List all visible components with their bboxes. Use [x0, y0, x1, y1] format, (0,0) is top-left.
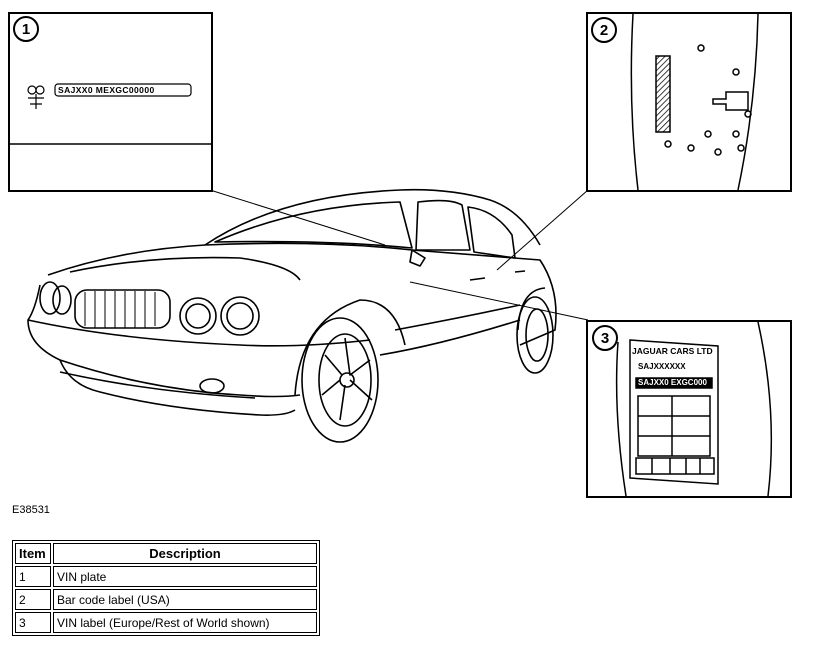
car-illustration	[27, 188, 589, 443]
legend-header-description: Description	[53, 543, 317, 564]
legend-header-row: Item Description	[15, 543, 317, 564]
legend-header-item: Item	[15, 543, 51, 564]
table-row: 2 Bar code label (USA)	[15, 589, 317, 610]
vin-label-manufacturer: JAGUAR CARS LTD	[632, 346, 713, 356]
callout-2: 2	[591, 17, 617, 43]
legend-description: Bar code label (USA)	[53, 589, 317, 610]
vin-plate-text: SAJXX0 MEXGC00000	[58, 85, 155, 95]
bar-code-panel	[586, 12, 792, 192]
legend-description: VIN plate	[53, 566, 317, 587]
callout-1: 1	[13, 16, 39, 42]
vin-label-detail	[615, 322, 773, 496]
leader-lines	[209, 189, 589, 321]
legend-item: 1	[15, 566, 51, 587]
vin-label-row-2: SAJXX0 EXGC000	[638, 378, 707, 387]
legend-item: 3	[15, 612, 51, 633]
legend-item: 2	[15, 589, 51, 610]
figure-id: E38531	[12, 504, 50, 516]
callout-3: 3	[592, 325, 618, 351]
table-row: 1 VIN plate	[15, 566, 317, 587]
vin-plate-detail	[10, 83, 211, 145]
vin-label-row-1: SAJXXXXXX	[638, 362, 686, 371]
vin-label-panel: JAGUAR CARS LTD SAJXXXXXX SAJXX0 EXGC000	[586, 320, 792, 498]
vin-plate-panel: SAJXX0 MEXGC00000	[8, 12, 213, 192]
legend-table: Item Description 1 VIN plate 2 Bar code …	[12, 540, 320, 636]
legend-description: VIN label (Europe/Rest of World shown)	[53, 612, 317, 633]
car-body	[27, 188, 557, 443]
bar-code-detail	[630, 14, 759, 190]
table-row: 3 VIN label (Europe/Rest of World shown)	[15, 612, 317, 633]
